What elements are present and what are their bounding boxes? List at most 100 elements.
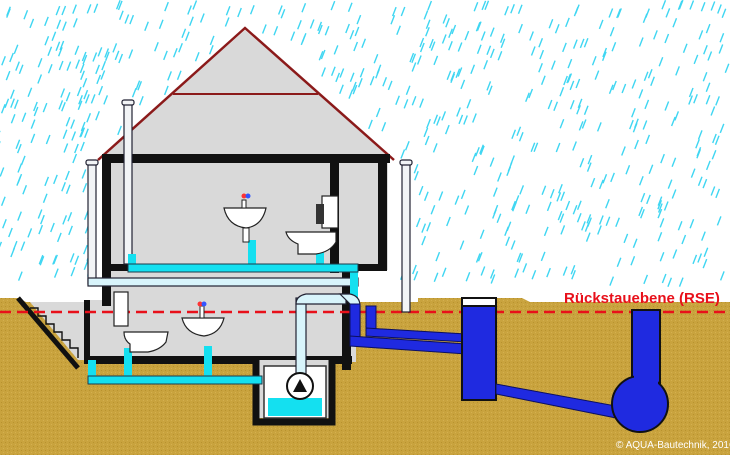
rain-drop bbox=[518, 253, 524, 263]
rain-drop bbox=[587, 154, 593, 165]
rain-drop bbox=[82, 182, 88, 193]
rain-drop bbox=[492, 187, 498, 197]
rain-drop bbox=[82, 54, 88, 65]
rain-drop bbox=[181, 28, 187, 38]
rain-drop bbox=[86, 4, 92, 14]
rain-drop bbox=[518, 23, 523, 34]
rain-drop bbox=[456, 107, 461, 117]
rain-drop bbox=[12, 240, 18, 251]
rain-drop bbox=[586, 162, 592, 172]
rain-drop bbox=[490, 274, 496, 284]
rain-drop bbox=[114, 50, 120, 61]
rain-drop bbox=[86, 112, 92, 123]
rain-drop bbox=[277, 5, 283, 15]
rain-drop bbox=[424, 135, 430, 146]
rain-drop bbox=[616, 8, 621, 19]
rain-drop bbox=[80, 121, 86, 132]
rain-drop bbox=[412, 264, 417, 275]
rain-drop bbox=[574, 4, 580, 14]
toilet-icon bbox=[113, 291, 169, 353]
rain-drop bbox=[457, 42, 463, 52]
rain-drop bbox=[464, 30, 470, 41]
rain-drop bbox=[421, 223, 427, 233]
rain-drop bbox=[717, 4, 722, 14]
rain-drop bbox=[419, 37, 425, 48]
rain-drop bbox=[15, 139, 21, 150]
rain-drop bbox=[629, 119, 634, 130]
rain-drop bbox=[17, 271, 23, 281]
rain-drop bbox=[533, 142, 539, 152]
rain-drop bbox=[430, 205, 436, 215]
rain-drop bbox=[405, 85, 411, 95]
rain-drop bbox=[167, 71, 172, 81]
rain-drop bbox=[650, 76, 655, 86]
stairs bbox=[30, 307, 79, 358]
rain-drop bbox=[138, 95, 144, 106]
rain-drop bbox=[324, 25, 330, 36]
rain-drop bbox=[65, 91, 71, 102]
rain-drop bbox=[354, 26, 360, 37]
rain-drop bbox=[640, 192, 646, 203]
rain-drop bbox=[92, 52, 98, 62]
rain-drop bbox=[95, 110, 100, 121]
rain-drop bbox=[584, 222, 590, 232]
rain-drop bbox=[576, 200, 582, 211]
rain-drop bbox=[55, 41, 61, 51]
rain-drop bbox=[83, 89, 89, 100]
rain-drop bbox=[556, 192, 562, 202]
rain-drop bbox=[40, 214, 45, 225]
rain-drop bbox=[621, 146, 626, 156]
rain-drop bbox=[642, 120, 648, 130]
rain-drop bbox=[598, 19, 604, 30]
rain-drop bbox=[559, 87, 565, 97]
rain-drop bbox=[435, 251, 441, 262]
rain-drop bbox=[30, 119, 36, 129]
rain-drop bbox=[688, 95, 693, 105]
rain-drop bbox=[65, 184, 71, 194]
rain-drop bbox=[1, 55, 6, 66]
rain-drop bbox=[409, 52, 415, 63]
rain-drop bbox=[290, 31, 296, 41]
rain-drop bbox=[541, 185, 547, 195]
rain-drop bbox=[9, 52, 14, 63]
washbasin-icon bbox=[223, 193, 267, 243]
copyright-text: © AQUA-Bautechnik, 2016 bbox=[616, 440, 730, 451]
rain-drop bbox=[387, 80, 393, 91]
rain-drop bbox=[2, 219, 7, 229]
rain-drop bbox=[45, 134, 51, 145]
rain-drop bbox=[321, 67, 326, 77]
rain-drop bbox=[596, 122, 602, 132]
rain-drop bbox=[698, 30, 704, 40]
rain-drop bbox=[489, 48, 495, 59]
rain-drop bbox=[466, 98, 472, 109]
rain-drop bbox=[333, 45, 339, 55]
rain-drop bbox=[489, 27, 495, 37]
rain-drop bbox=[714, 135, 720, 146]
rain-drop bbox=[112, 43, 118, 53]
rain-drop bbox=[352, 84, 358, 95]
rain-drop bbox=[199, 13, 205, 23]
rain-drop bbox=[318, 50, 324, 61]
rain-drop bbox=[61, 5, 67, 16]
rain-drop bbox=[511, 129, 517, 140]
rain-drop bbox=[416, 55, 422, 65]
rain-drop bbox=[569, 80, 575, 91]
rain-drop bbox=[538, 37, 544, 48]
rain-drop bbox=[643, 71, 649, 82]
rain-drop bbox=[62, 215, 68, 225]
rain-drop bbox=[555, 142, 561, 153]
rain-drop bbox=[421, 235, 427, 246]
rain-drop bbox=[581, 119, 587, 129]
rain-drop bbox=[4, 98, 10, 108]
rain-drop bbox=[300, 35, 306, 46]
rain-drop bbox=[44, 16, 49, 27]
rain-drop bbox=[47, 46, 53, 57]
rain-drop bbox=[678, 0, 684, 10]
rain-drop bbox=[131, 87, 137, 98]
rain-drop bbox=[719, 123, 725, 134]
rain-drop bbox=[52, 255, 57, 265]
rain-drop bbox=[15, 61, 20, 71]
rain-drop bbox=[57, 47, 63, 57]
rain-drop bbox=[548, 19, 554, 29]
rain-drop bbox=[605, 198, 610, 209]
